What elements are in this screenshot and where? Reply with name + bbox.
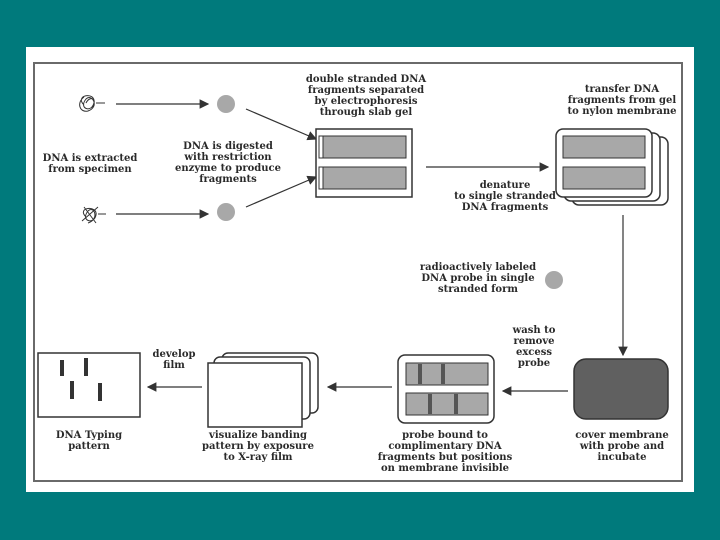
arrow-digest-to-gel-top — [245, 108, 318, 141]
probe-bound-membrane — [397, 354, 495, 424]
label-extracted: DNA is extracted from specimen — [42, 153, 138, 175]
label-transfer: transfer DNA fragments from gel to nylon… — [567, 84, 677, 117]
label-develop: develop film — [152, 349, 196, 371]
slab-gel — [315, 128, 413, 198]
digested-dna-circle-bottom — [217, 203, 235, 221]
nylon-membrane — [555, 128, 669, 206]
label-wash: wash to remove excess probe — [512, 325, 556, 369]
label-probe: radioactively labeled DNA probe in singl… — [419, 262, 537, 295]
diagram-frame — [33, 62, 683, 482]
arrow-digest-to-gel-bottom — [245, 175, 318, 208]
slide-panel: DNA is extracted from specimen DNA is di… — [26, 47, 694, 492]
probe-circle — [545, 271, 563, 289]
label-separated: double stranded DNA fragments separated … — [305, 74, 427, 118]
digested-dna-circle-top — [217, 95, 235, 113]
label-cover: cover membrane with probe and incubate — [575, 430, 669, 463]
label-typing: DNA Typing pattern — [55, 430, 123, 452]
label-digested: DNA is digested with restriction enzyme … — [175, 141, 281, 185]
dna-tangle-icon-top — [79, 95, 105, 112]
xray-film — [207, 352, 319, 428]
diagram-graphics — [37, 95, 669, 428]
label-denature: denature to single stranded DNA fragment… — [454, 180, 556, 213]
label-bound: probe bound to complimentary DNA fragmen… — [377, 430, 513, 474]
label-visualize: visualize banding pattern by exposure to… — [202, 430, 314, 463]
covered-membrane — [573, 358, 669, 420]
dna-tangle-icon-bottom — [81, 206, 106, 224]
dna-typing-pattern — [37, 352, 141, 418]
